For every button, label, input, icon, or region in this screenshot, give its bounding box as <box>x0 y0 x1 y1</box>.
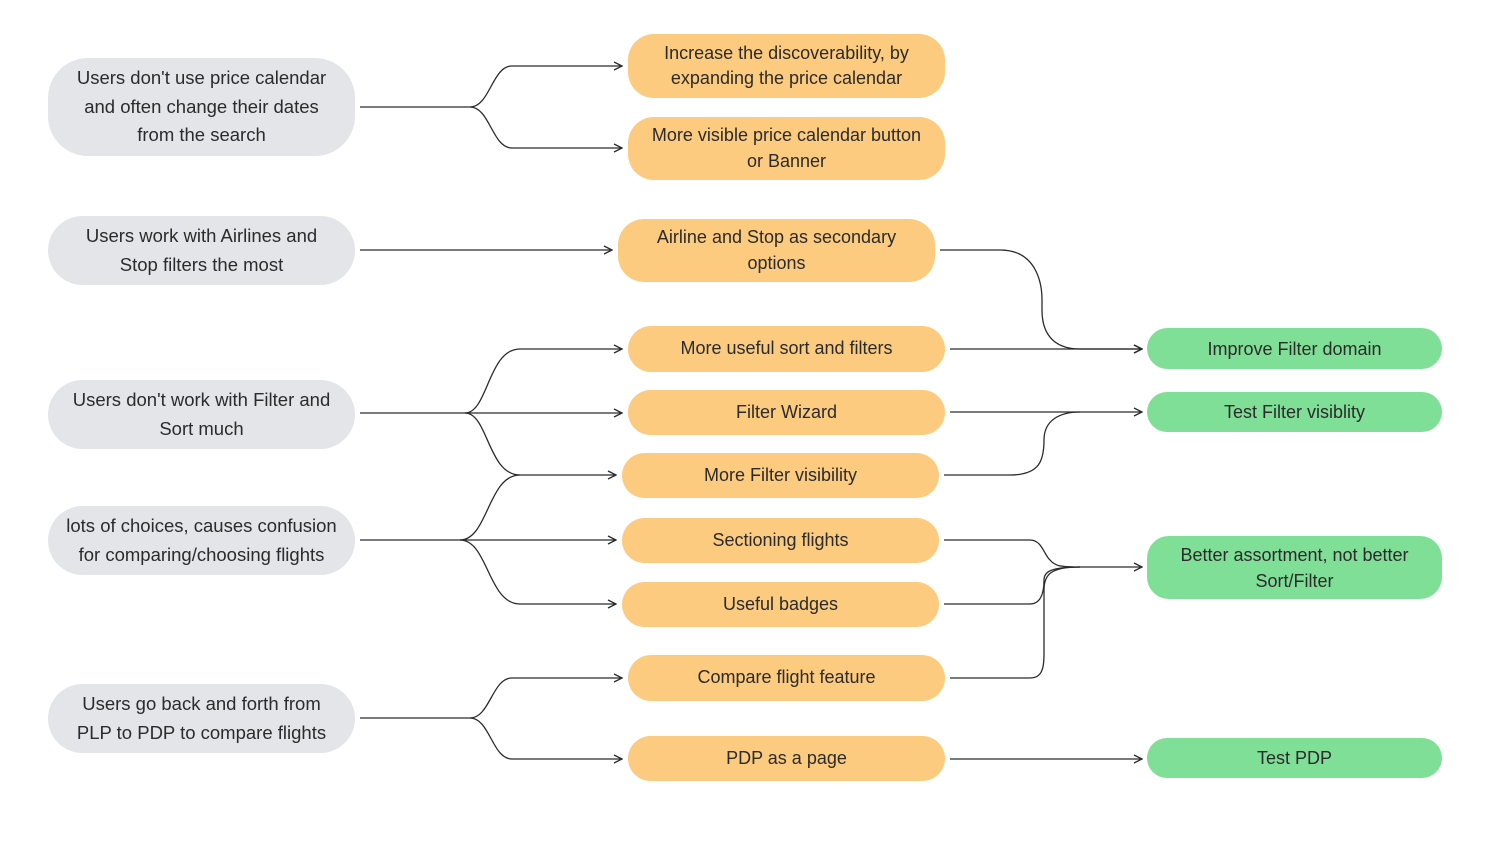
node-text-line: Users go back and forth from <box>82 693 321 714</box>
node-text-line: Users work with Airlines and <box>85 225 318 246</box>
node-text-line: Airline and Stop as secondary <box>656 227 897 247</box>
idea-airline-stop-secondary-node: Airline and Stop as secondary options <box>618 219 935 282</box>
idea-compare-flight-node: Compare flight feature <box>628 655 945 701</box>
edge-i9-o3 <box>950 566 1081 679</box>
node-text-line: More Filter visibility <box>703 464 858 485</box>
edge-i3-o1 <box>940 249 1142 349</box>
outcome-improve-filter-domain-node: Improve Filter domain <box>1147 328 1442 369</box>
idea-useful-badges-node: Useful badges <box>622 582 939 627</box>
node-text-line: PLP to PDP to compare flights <box>76 721 327 743</box>
node-text-line: Better assortment, not better <box>1180 544 1409 565</box>
node-text-line: for comparing/choosing flights <box>78 543 325 565</box>
node-text-line: Sort much <box>159 417 244 439</box>
node-text-line: lots of choices, causes confusion <box>66 515 337 536</box>
edge-p5-i10 <box>469 717 622 759</box>
edge-i8-o3 <box>944 566 1081 605</box>
problem-airline-stop-filters-node: Users work with Airlines and Stop filter… <box>48 216 355 285</box>
problem-filter-sort-usage-node: Users don't work with Filter and Sort mu… <box>48 380 355 449</box>
idea-filter-visibility-node: More Filter visibility <box>622 453 939 498</box>
node-text-line: Test Filter visiblity <box>1223 402 1366 422</box>
edge-p3-i6 <box>464 412 616 475</box>
idea-visible-calendar-button-node: More visible price calendar button or Ba… <box>628 117 945 180</box>
edge-p4-i8 <box>459 539 616 604</box>
idea-sectioning-flights-node: Sectioning flights <box>622 518 939 563</box>
node-text-line: Users don't use price calendar <box>76 67 327 89</box>
node-text-line: Compare flight feature <box>697 667 876 688</box>
node-text-line: options <box>747 252 806 273</box>
outcome-test-pdp-node: Test PDP <box>1147 738 1442 778</box>
edge-i7-o3 <box>944 539 1142 567</box>
node-text-line: Sectioning flights <box>712 529 849 550</box>
outcome-test-filter-visibility-node: Test Filter visiblity <box>1147 392 1442 432</box>
idea-expand-price-calendar-node: Increase the discoverability, by expandi… <box>628 34 945 98</box>
problem-choice-confusion-node: lots of choices, causes confusion for co… <box>48 506 355 575</box>
edge-p5-i9 <box>360 678 622 719</box>
node-text-line: Users don't work with Filter and <box>72 389 331 410</box>
edge-p1-i2 <box>469 106 622 148</box>
node-text-line: and often change their dates <box>84 95 319 117</box>
outcome-better-assortment-node: Better assortment, not better Sort/Filte… <box>1147 536 1442 599</box>
node-text-line: from the search <box>137 124 266 146</box>
node-text-line: Sort/Filter <box>1255 570 1334 591</box>
idea-filter-wizard-node: Filter Wizard <box>628 390 945 435</box>
edge-p4-i6 <box>360 474 521 541</box>
node-text-line: Filter Wizard <box>735 401 837 422</box>
node-text-line: expanding the price calendar <box>670 68 903 88</box>
edge-i6-o2 <box>944 411 1081 476</box>
node-text-line: Test PDP <box>1256 748 1333 768</box>
problem-price-calendar-node: Users don't use price calendar and often… <box>48 58 355 156</box>
node-text-line: More useful sort and filters <box>680 338 893 359</box>
node-text-line: Increase the discoverability, by <box>664 42 909 63</box>
node-text-line: Useful badges <box>722 593 839 614</box>
idea-useful-sort-filters-node: More useful sort and filters <box>628 326 945 372</box>
node-text-line: or Banner <box>746 150 827 171</box>
problem-plp-pdp-node: Users go back and forth from PLP to PDP … <box>48 684 355 753</box>
node-text-line: Improve Filter domain <box>1207 338 1382 359</box>
edge-p3-i4 <box>360 349 622 414</box>
idea-pdp-page-node: PDP as a page <box>628 736 945 781</box>
node-text-line: More visible price calendar button <box>651 125 922 145</box>
node-text-line: Stop filters the most <box>119 253 284 275</box>
edge-p1-i1 <box>360 66 622 108</box>
node-text-line: PDP as a page <box>726 747 847 768</box>
